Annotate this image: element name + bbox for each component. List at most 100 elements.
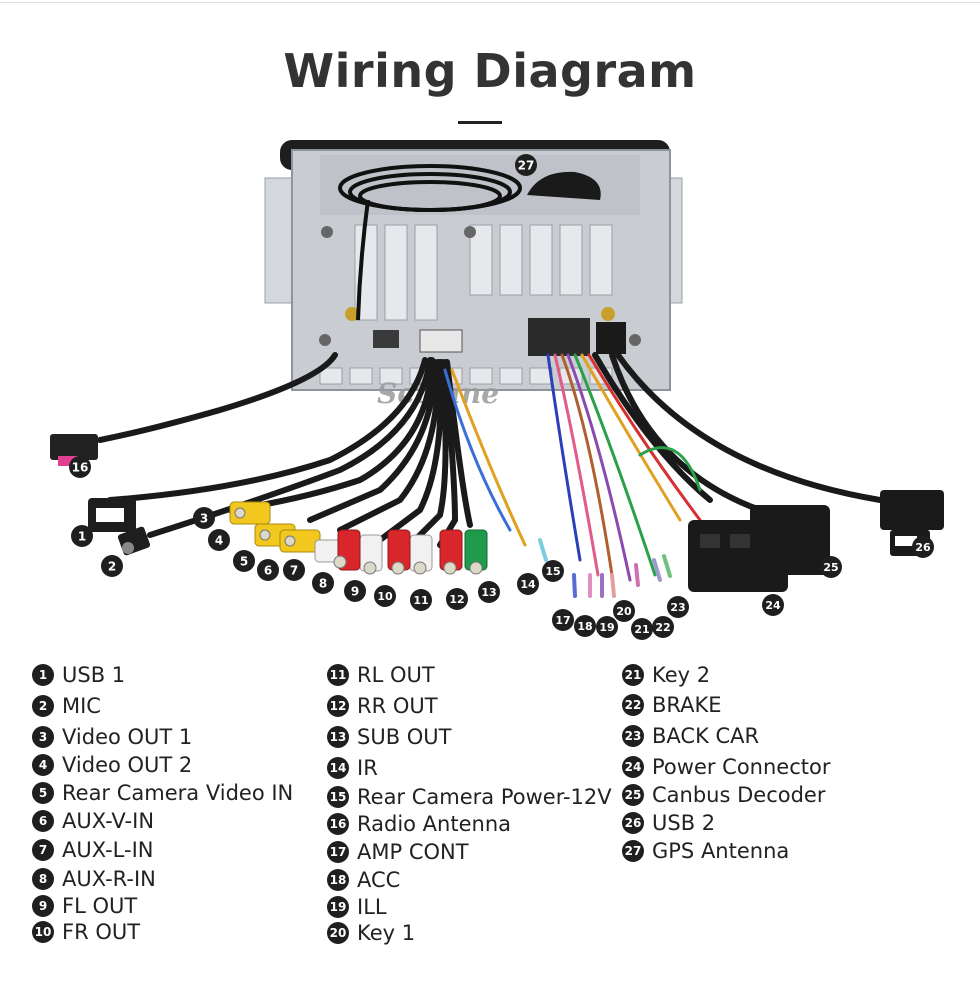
legend-label: RL OUT (357, 663, 435, 687)
callout-26: 26 (912, 536, 934, 558)
wire-tips (538, 538, 672, 598)
svg-text:11: 11 (413, 594, 428, 607)
svg-text:6: 6 (264, 564, 272, 578)
svg-text:20: 20 (616, 605, 632, 618)
legend-number: 18 (327, 869, 349, 891)
legend-number: 1 (32, 664, 54, 686)
svg-text:25: 25 (823, 561, 838, 574)
legend-item: 7 AUX-L-IN (32, 837, 153, 863)
legend-label: Canbus Decoder (652, 783, 826, 807)
legend-label: Key 1 (357, 921, 416, 945)
legend-label: ACC (357, 868, 401, 892)
legend-label: Rear Camera Video IN (62, 781, 294, 805)
legend-item: 20 Key 1 (327, 920, 415, 946)
callout-21: 21 (631, 618, 653, 640)
legend-label: RR OUT (357, 694, 438, 718)
svg-text:23: 23 (670, 601, 685, 614)
legend-number: 8 (32, 868, 54, 890)
callout-25: 25 (820, 556, 842, 578)
callout-22: 22 (652, 616, 674, 638)
legend-item: 12 RR OUT (327, 693, 438, 719)
rca-connectors (229, 501, 488, 575)
canbus-decoder (750, 505, 830, 575)
legend-label: ILL (357, 895, 387, 919)
callout-10: 10 (374, 585, 396, 607)
legend-label: Power Connector (652, 755, 831, 779)
svg-text:19: 19 (599, 621, 614, 634)
callout-9: 9 (344, 580, 366, 602)
callout-3: 3 (193, 507, 215, 529)
svg-text:13: 13 (481, 586, 496, 599)
svg-text:17: 17 (555, 614, 570, 627)
legend-number: 26 (622, 812, 644, 834)
legend-label: Rear Camera Power-12V (357, 785, 612, 809)
callout-5: 5 (233, 550, 255, 572)
callout-16: 16 (69, 456, 91, 478)
svg-text:22: 22 (655, 621, 670, 634)
usb1-connector (88, 498, 136, 532)
legend-number: 27 (622, 840, 644, 862)
callout-19: 19 (596, 616, 618, 638)
legend-label: IR (357, 756, 378, 780)
callout-11: 11 (410, 589, 432, 611)
legend-number: 16 (327, 813, 349, 835)
legend-item: 15 Rear Camera Power-12V (327, 784, 612, 810)
callout-1: 1 (71, 525, 93, 547)
svg-text:24: 24 (765, 599, 781, 612)
legend-number: 3 (32, 726, 54, 748)
legend-number: 2 (32, 695, 54, 717)
svg-text:14: 14 (520, 578, 536, 591)
legend-number: 7 (32, 839, 54, 861)
legend-label: AUX-L-IN (62, 838, 154, 862)
legend-number: 12 (327, 695, 349, 717)
callout-13: 13 (478, 581, 500, 603)
legend-label: BACK CAR (652, 724, 760, 748)
callout-12: 12 (446, 588, 468, 610)
callout-18: 18 (574, 615, 596, 637)
legend-item: 14 IR (327, 755, 378, 781)
legend-label: SUB OUT (357, 725, 452, 749)
svg-text:26: 26 (915, 541, 931, 554)
svg-text:21: 21 (634, 623, 649, 636)
svg-text:7: 7 (290, 564, 298, 578)
legend-number: 15 (327, 786, 349, 808)
legend-label: BRAKE (652, 693, 722, 717)
page-title: Wiring Diagram (283, 44, 697, 98)
legend-label: AUX-V-IN (62, 809, 155, 833)
legend-item: 1 USB 1 (32, 662, 125, 688)
wiring-diagram: Seicane (50, 140, 944, 640)
legend-number: 14 (327, 757, 349, 779)
callout-4: 4 (208, 529, 230, 551)
legend-number: 21 (622, 664, 644, 686)
svg-text:10: 10 (377, 590, 393, 603)
svg-text:18: 18 (577, 620, 592, 633)
legend-label: FL OUT (62, 894, 138, 918)
svg-text:5: 5 (240, 555, 248, 569)
legend-label: USB 1 (62, 663, 126, 687)
callout-15: 15 (542, 560, 564, 582)
callout-27: 27 (515, 154, 537, 176)
callout-markers: 27 16 1 2 3 4 5 6 7 8 9 10 11 12 13 14 1… (69, 154, 934, 640)
svg-text:27: 27 (518, 159, 535, 173)
callout-2: 2 (101, 555, 123, 577)
legend-item: 18 ACC (327, 867, 400, 893)
legend-number: 17 (327, 841, 349, 863)
legend-number: 20 (327, 922, 349, 944)
legend-item: 25 Canbus Decoder (622, 782, 825, 808)
legend-number: 25 (622, 784, 644, 806)
callout-23: 23 (667, 596, 689, 618)
